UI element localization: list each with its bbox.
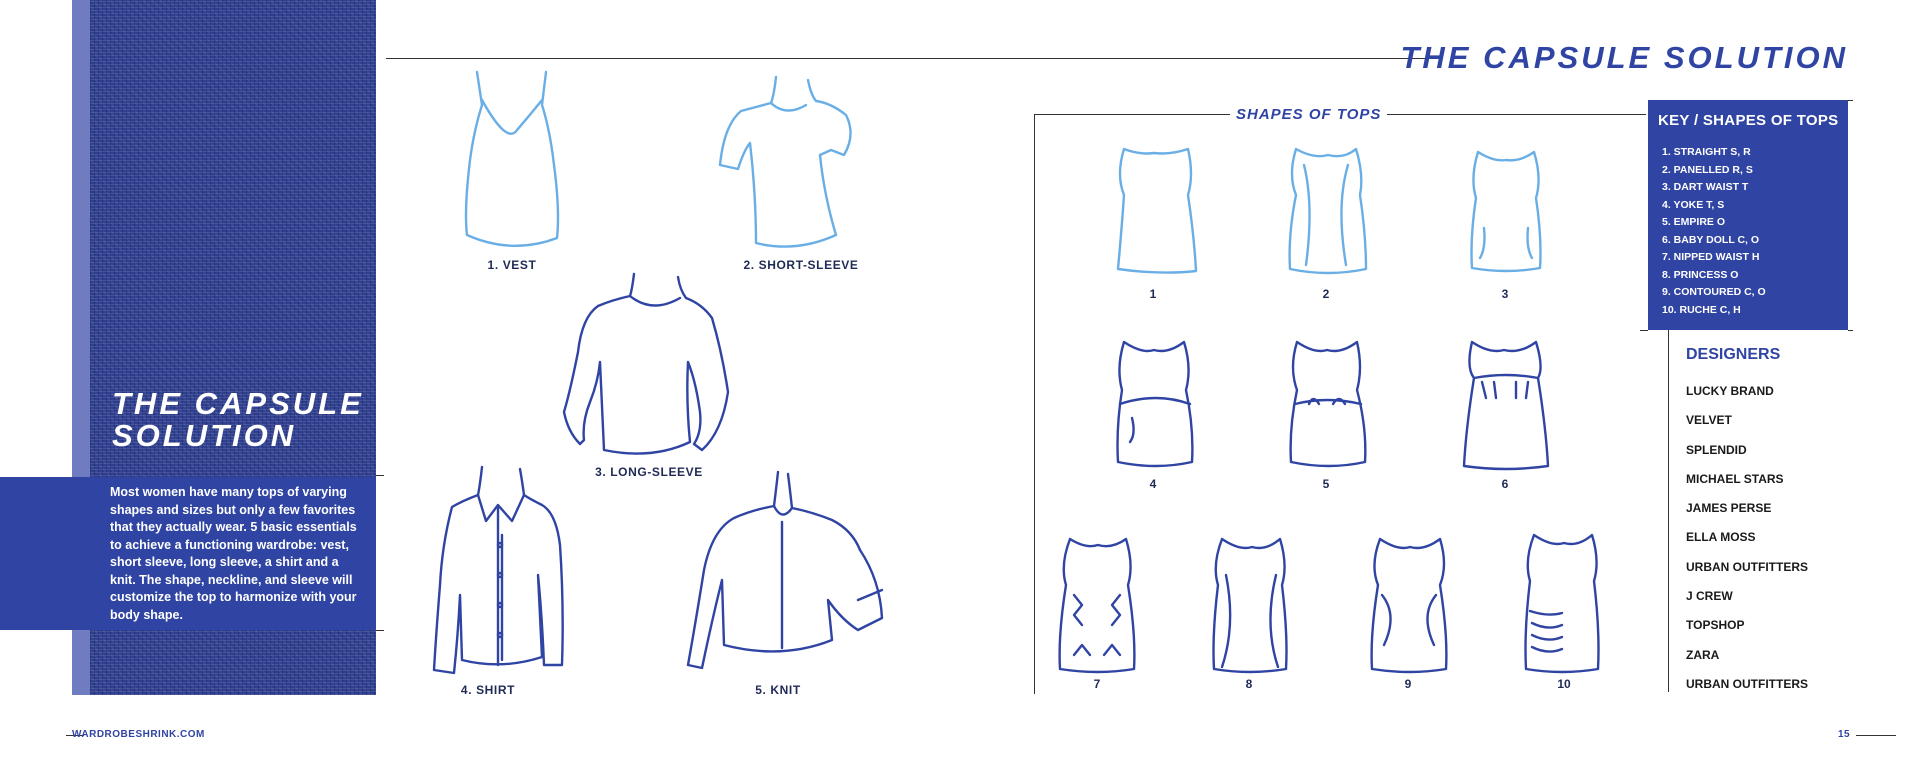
top-number-7: 7 xyxy=(1093,677,1101,691)
key-tick-left xyxy=(1640,330,1648,331)
intro-text: Most women have many tops of varying sha… xyxy=(110,485,357,622)
designer-item: VELVET xyxy=(1686,413,1732,428)
short-sleeve-label: 2. SHORT-SLEEVE xyxy=(743,258,859,272)
footer-rule-right xyxy=(1856,735,1896,736)
key-item: 5. EMPIRE O xyxy=(1662,216,1726,228)
key-list: 1. STRAIGHT S, R 2. PANELLED R, S 3. DAR… xyxy=(1662,144,1766,319)
key-item: 2. PANELLED R, S xyxy=(1662,163,1753,176)
knit-label: 5. KNIT xyxy=(755,683,801,697)
key-item: 1. STRAIGHT S, R xyxy=(1662,146,1751,158)
page-title: THE CAPSULE SOLUTION xyxy=(1400,40,1848,75)
key-item: 6. BABY DOLL C, O xyxy=(1662,233,1760,246)
footer-rule-left xyxy=(66,735,84,736)
top-number-6: 6 xyxy=(1501,477,1509,491)
designers-rule xyxy=(1668,330,1669,692)
top-number-10: 10 xyxy=(1557,677,1571,691)
top-shape-6 xyxy=(1462,340,1550,471)
key-box: KEY / SHAPES OF TOPS 1. STRAIGHT S, R 2.… xyxy=(1648,100,1848,330)
designer-item: JAMES PERSE xyxy=(1686,501,1772,516)
long-sleeve-label: 3. LONG-SLEEVE xyxy=(595,465,703,479)
shapes-rule-left xyxy=(1034,114,1234,115)
top-number-1: 1 xyxy=(1149,287,1157,301)
top-number-3: 3 xyxy=(1501,287,1509,301)
top-shape-5 xyxy=(1289,340,1367,468)
top-shape-7 xyxy=(1058,537,1136,674)
top-shape-1 xyxy=(1116,147,1198,274)
top-shape-3 xyxy=(1470,150,1542,273)
designer-item: URBAN OUTFITTERS xyxy=(1686,676,1808,691)
top-number-8: 8 xyxy=(1245,677,1253,691)
intro-box xyxy=(0,477,376,630)
designers-title: DESIGNERS xyxy=(1686,346,1781,363)
designer-item: LUCKY BRAND xyxy=(1686,384,1774,398)
shirt-sketch xyxy=(432,465,564,675)
key-tick-bottom xyxy=(1848,330,1853,331)
top-number-5: 5 xyxy=(1322,477,1330,491)
short-sleeve-sketch xyxy=(718,75,852,248)
top-number-4: 4 xyxy=(1149,477,1157,491)
designer-item: ELLA MOSS xyxy=(1686,530,1756,545)
shapes-title: SHAPES OF TOPS xyxy=(1230,106,1388,123)
key-item: 8. PRINCESS O xyxy=(1662,268,1739,281)
top-shape-9 xyxy=(1370,537,1448,674)
intro-tick-top xyxy=(376,475,384,476)
key-item: 7. NIPPED WAIST H xyxy=(1662,251,1760,263)
page-number: 15 xyxy=(1838,729,1851,740)
top-shape-10 xyxy=(1524,533,1600,674)
footer-site-link[interactable]: WARDROBESHRINK.COM xyxy=(72,729,205,740)
key-title: KEY / SHAPES OF TOPS xyxy=(1658,112,1839,129)
key-tick-top xyxy=(1848,100,1853,101)
title-rule xyxy=(386,58,1441,59)
shapes-rule-right xyxy=(1386,114,1646,115)
top-shape-4 xyxy=(1116,340,1194,468)
knit-sketch xyxy=(686,470,884,670)
intro-tick-bottom xyxy=(376,630,384,631)
vest-label: 1. VEST xyxy=(487,258,537,272)
top-shape-8 xyxy=(1212,537,1288,674)
key-item: 10. RUCHE C, H xyxy=(1662,303,1741,316)
top-number-2: 2 xyxy=(1322,287,1330,301)
designer-item: SPLENDID xyxy=(1686,442,1747,457)
vest-sketch xyxy=(464,70,560,247)
long-sleeve-sketch xyxy=(562,272,730,455)
designer-item: TOPSHOP xyxy=(1686,618,1745,633)
shapes-rule-vertical xyxy=(1034,114,1035,694)
designer-item: MICHAEL STARS xyxy=(1686,471,1784,486)
key-item: 3. DART WAIST T xyxy=(1662,181,1749,193)
key-item: 4. YOKE T, S xyxy=(1662,198,1725,211)
top-shape-2 xyxy=(1288,147,1368,275)
designer-item: ZARA xyxy=(1686,647,1720,662)
designer-item: URBAN OUTFITTERS xyxy=(1686,559,1808,574)
key-item: 9. CONTOURED C, O xyxy=(1662,286,1766,298)
designer-item: J CREW xyxy=(1686,589,1733,604)
designers-list: LUCKY BRAND VELVET SPLENDID MICHAEL STAR… xyxy=(1686,377,1808,699)
shirt-label: 4. SHIRT xyxy=(460,683,516,697)
top-number-9: 9 xyxy=(1404,677,1412,691)
left-title: THE CAPSULE SOLUTION xyxy=(112,386,364,453)
